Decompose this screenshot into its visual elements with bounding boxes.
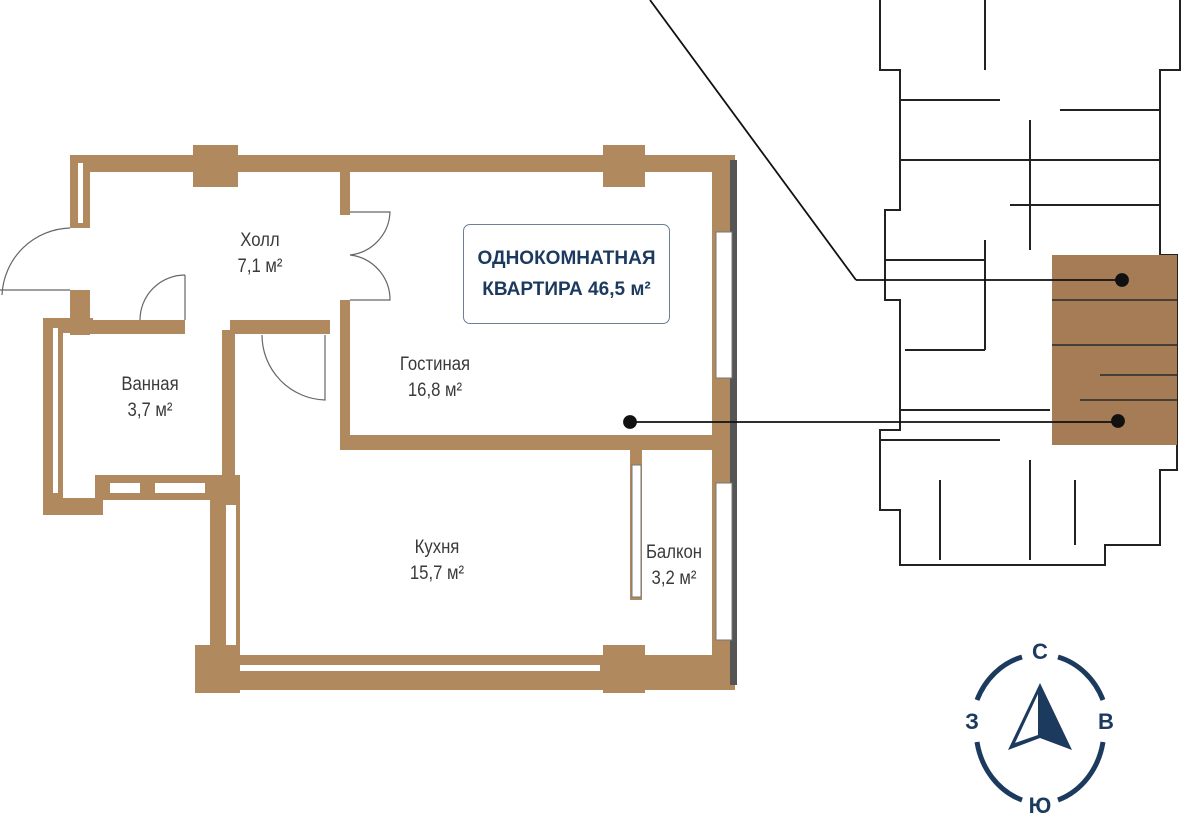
room-area: 3,7 м²	[127, 400, 173, 421]
compass-west: З	[965, 709, 979, 734]
compass-arrow-icon	[1008, 683, 1072, 750]
room-name: Гостиная	[399, 354, 471, 375]
pointer-lines	[623, 0, 1129, 429]
compass	[974, 654, 1106, 803]
title-line-1: ОДНОКОМНАТНАЯ	[477, 248, 656, 269]
room-area: 15,7 м²	[409, 563, 465, 584]
windows	[631, 231, 733, 641]
highlight-inner-lines	[1052, 299, 1177, 401]
room-kitchen: Кухня 15,7 м²	[384, 535, 490, 587]
highlighted-apartment	[1052, 255, 1177, 445]
doors	[0, 211, 391, 401]
title-line-2: КВАРТИРА 46,5 м²	[482, 279, 651, 300]
room-area: 7,1 м²	[237, 256, 283, 277]
room-name: Ванная	[121, 374, 179, 395]
room-balcony: Балкон 3,2 м²	[639, 540, 709, 592]
compass-east: В	[1098, 709, 1114, 734]
room-name: Кухня	[414, 537, 460, 558]
room-name: Холл	[240, 230, 280, 251]
room-name: Балкон	[645, 542, 703, 563]
room-hall: Холл 7,1 м²	[207, 228, 313, 280]
room-living: Гостиная 16,8 м²	[382, 352, 488, 404]
room-area: 3,2 м²	[651, 568, 697, 589]
room-bathroom: Ванная 3,7 м²	[97, 372, 203, 424]
compass-north: С	[1032, 639, 1048, 664]
room-area: 16,8 м²	[407, 380, 463, 401]
compass-south: Ю	[1028, 793, 1052, 818]
wall-insets	[53, 163, 600, 671]
apartment-title-box: ОДНОКОМНАТНАЯ КВАРТИРА 46,5 м²	[463, 224, 670, 324]
